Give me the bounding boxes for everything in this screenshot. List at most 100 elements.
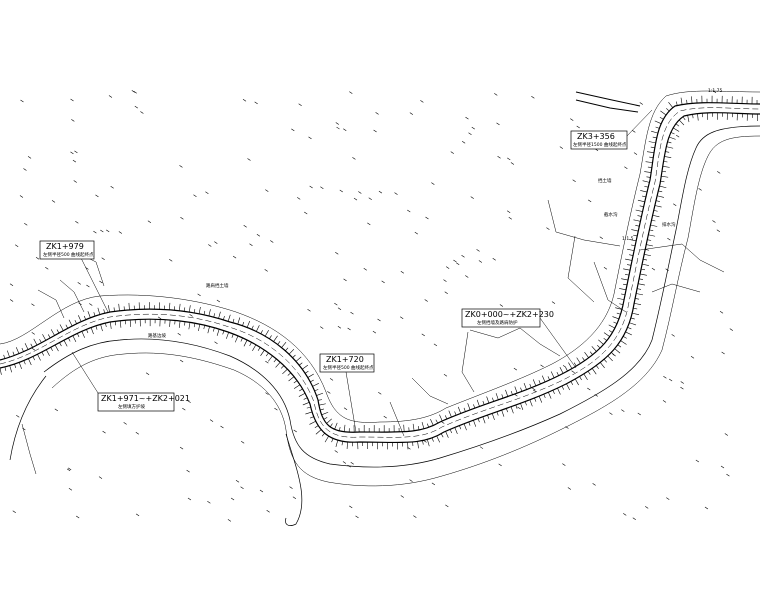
ditch-line [43,125,760,468]
terrain-tick [243,225,247,228]
slope-hatch [54,344,59,352]
slope-hatch [596,365,599,369]
slope-hatch [252,344,257,351]
terrain-tick [335,122,339,125]
slope-hatch [487,414,490,419]
terrain-tick [157,316,162,320]
slope-hatch [616,312,621,315]
slope-hatch [611,352,615,356]
terrain-tick [293,429,297,433]
slope-hatch [118,303,120,311]
slope-hatch [265,352,269,357]
terrain-tick [570,118,574,121]
slope-hatch [655,200,660,202]
slope-hatch [326,418,332,424]
slope-hatch [288,348,295,355]
terrain-tick [73,180,77,183]
slope-hatch [495,393,499,400]
terrain-tick [496,122,500,126]
terrain-tick [9,283,14,286]
terrain-tick [639,102,643,105]
terrain-tick [372,330,377,334]
terrain-tick [637,412,641,416]
terrain-tick [421,333,425,337]
slope-hatch [285,347,289,352]
slope-hatch [641,263,649,266]
terrain-tick [562,463,566,466]
annotation-zk1-720: ZK1+720 左侧半径500 曲线起终点 [319,353,375,373]
terrain-tick [540,364,544,368]
slope-hatch [251,325,254,330]
slope-hatch [105,322,107,327]
slope-hatch [4,366,7,371]
slope-hatch [584,352,589,358]
slope-hatch [449,429,452,434]
slope-hatch [208,309,211,317]
slope-hatch [47,334,51,339]
slope-hatch [334,422,338,430]
terrain-tick [31,303,35,306]
slope-hatch [659,185,667,189]
terrain-tick [651,267,656,271]
slope-hatch [14,363,17,368]
terrain-tick [329,378,334,381]
terrain-tick [179,446,184,450]
slope-hatch [343,424,346,432]
slope-hatch [74,320,77,324]
terrain-tick [66,468,71,472]
slope-hatch [552,390,555,394]
terrain-tick [95,194,99,198]
annotation-title: ZK1+720 [326,355,364,364]
slope-hatch [561,385,564,390]
slope-hatch [510,406,514,414]
slope-hatch [298,362,303,366]
terrain-tick [247,158,251,161]
annotation-subtitle: 左侧半径500 曲线起终点 [323,364,374,371]
terrain-tick [663,376,667,379]
slope-hatch [50,329,55,336]
terrain-tick [675,134,680,138]
slope-hatch [482,400,485,405]
slope-hatch [625,331,633,336]
slope-hatch [621,278,629,281]
slope-hatch [614,348,621,354]
slope-hatch [273,335,278,342]
slope-hatch [583,373,588,381]
terrain-tick [15,244,19,247]
slope-hatch [687,115,690,123]
slope-hatch [591,346,597,352]
terrain-tick [180,217,184,220]
terrain-tick [645,506,649,509]
terrain-tick [22,427,26,431]
slope-hatch [87,311,91,318]
slope-hatch [317,399,323,401]
terrain-tick [433,343,438,347]
terrain-tick [266,510,270,513]
terrain-tick [378,391,382,395]
slope-hatch [668,136,676,140]
callout-label: 挡土墙 [598,177,612,184]
slope-hatch [612,316,620,320]
slope-hatch [660,180,665,183]
slope-hatch [557,387,561,395]
slope-hatch [331,438,334,443]
slope-hatch [321,432,325,437]
slope-hatch [496,411,499,416]
leader-lines [71,109,653,437]
slope-hatch [650,224,658,227]
terrain-tick [343,278,347,282]
slope-hatch [293,384,301,389]
terrain-tick [342,461,347,464]
slope-hatch [303,397,308,400]
slope-hatch [193,308,196,314]
annotation-title: ZK3+356 [577,132,615,141]
slope-hatch [570,381,574,386]
slope-hatch [15,347,20,354]
terrain-tick [532,387,536,391]
slope-hatch [108,305,110,313]
terrain-tick [320,326,324,329]
slope-hatch [298,393,306,397]
terrain-tick [249,243,253,246]
annotation-title: ZK0+000~+ZK2+230 [465,310,554,319]
terrain-tick [632,517,636,521]
